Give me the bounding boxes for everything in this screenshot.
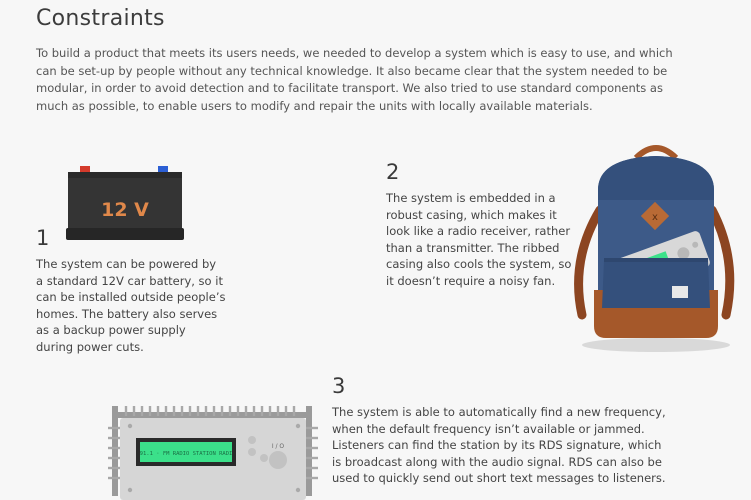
car-battery-illustration: 12 V (66, 166, 184, 240)
page-title: Constraints (36, 6, 165, 31)
lcd-display-text: 91.1 · FM RADIO STATION RADI (140, 451, 233, 457)
section-1-text: The system can be powered by a standard … (36, 257, 226, 354)
section-1-number: 1 (36, 226, 50, 250)
transmitter-illustration: 91.1 · FM RADIO STATION RADI I / O (108, 406, 318, 500)
battery-voltage-label: 12 V (101, 199, 149, 221)
section-3-number: 3 (332, 374, 346, 398)
intro-paragraph: To build a product that meets its users … (36, 46, 673, 113)
section-2-number: 2 (386, 160, 400, 184)
backpack-illustration: x (574, 145, 735, 352)
svg-text:x: x (652, 212, 658, 223)
section-2-text: The system is embedded in a robust casin… (386, 191, 572, 288)
knob-label: I / O (272, 443, 285, 450)
section-3-text: The system is able to automatically find… (332, 405, 666, 485)
